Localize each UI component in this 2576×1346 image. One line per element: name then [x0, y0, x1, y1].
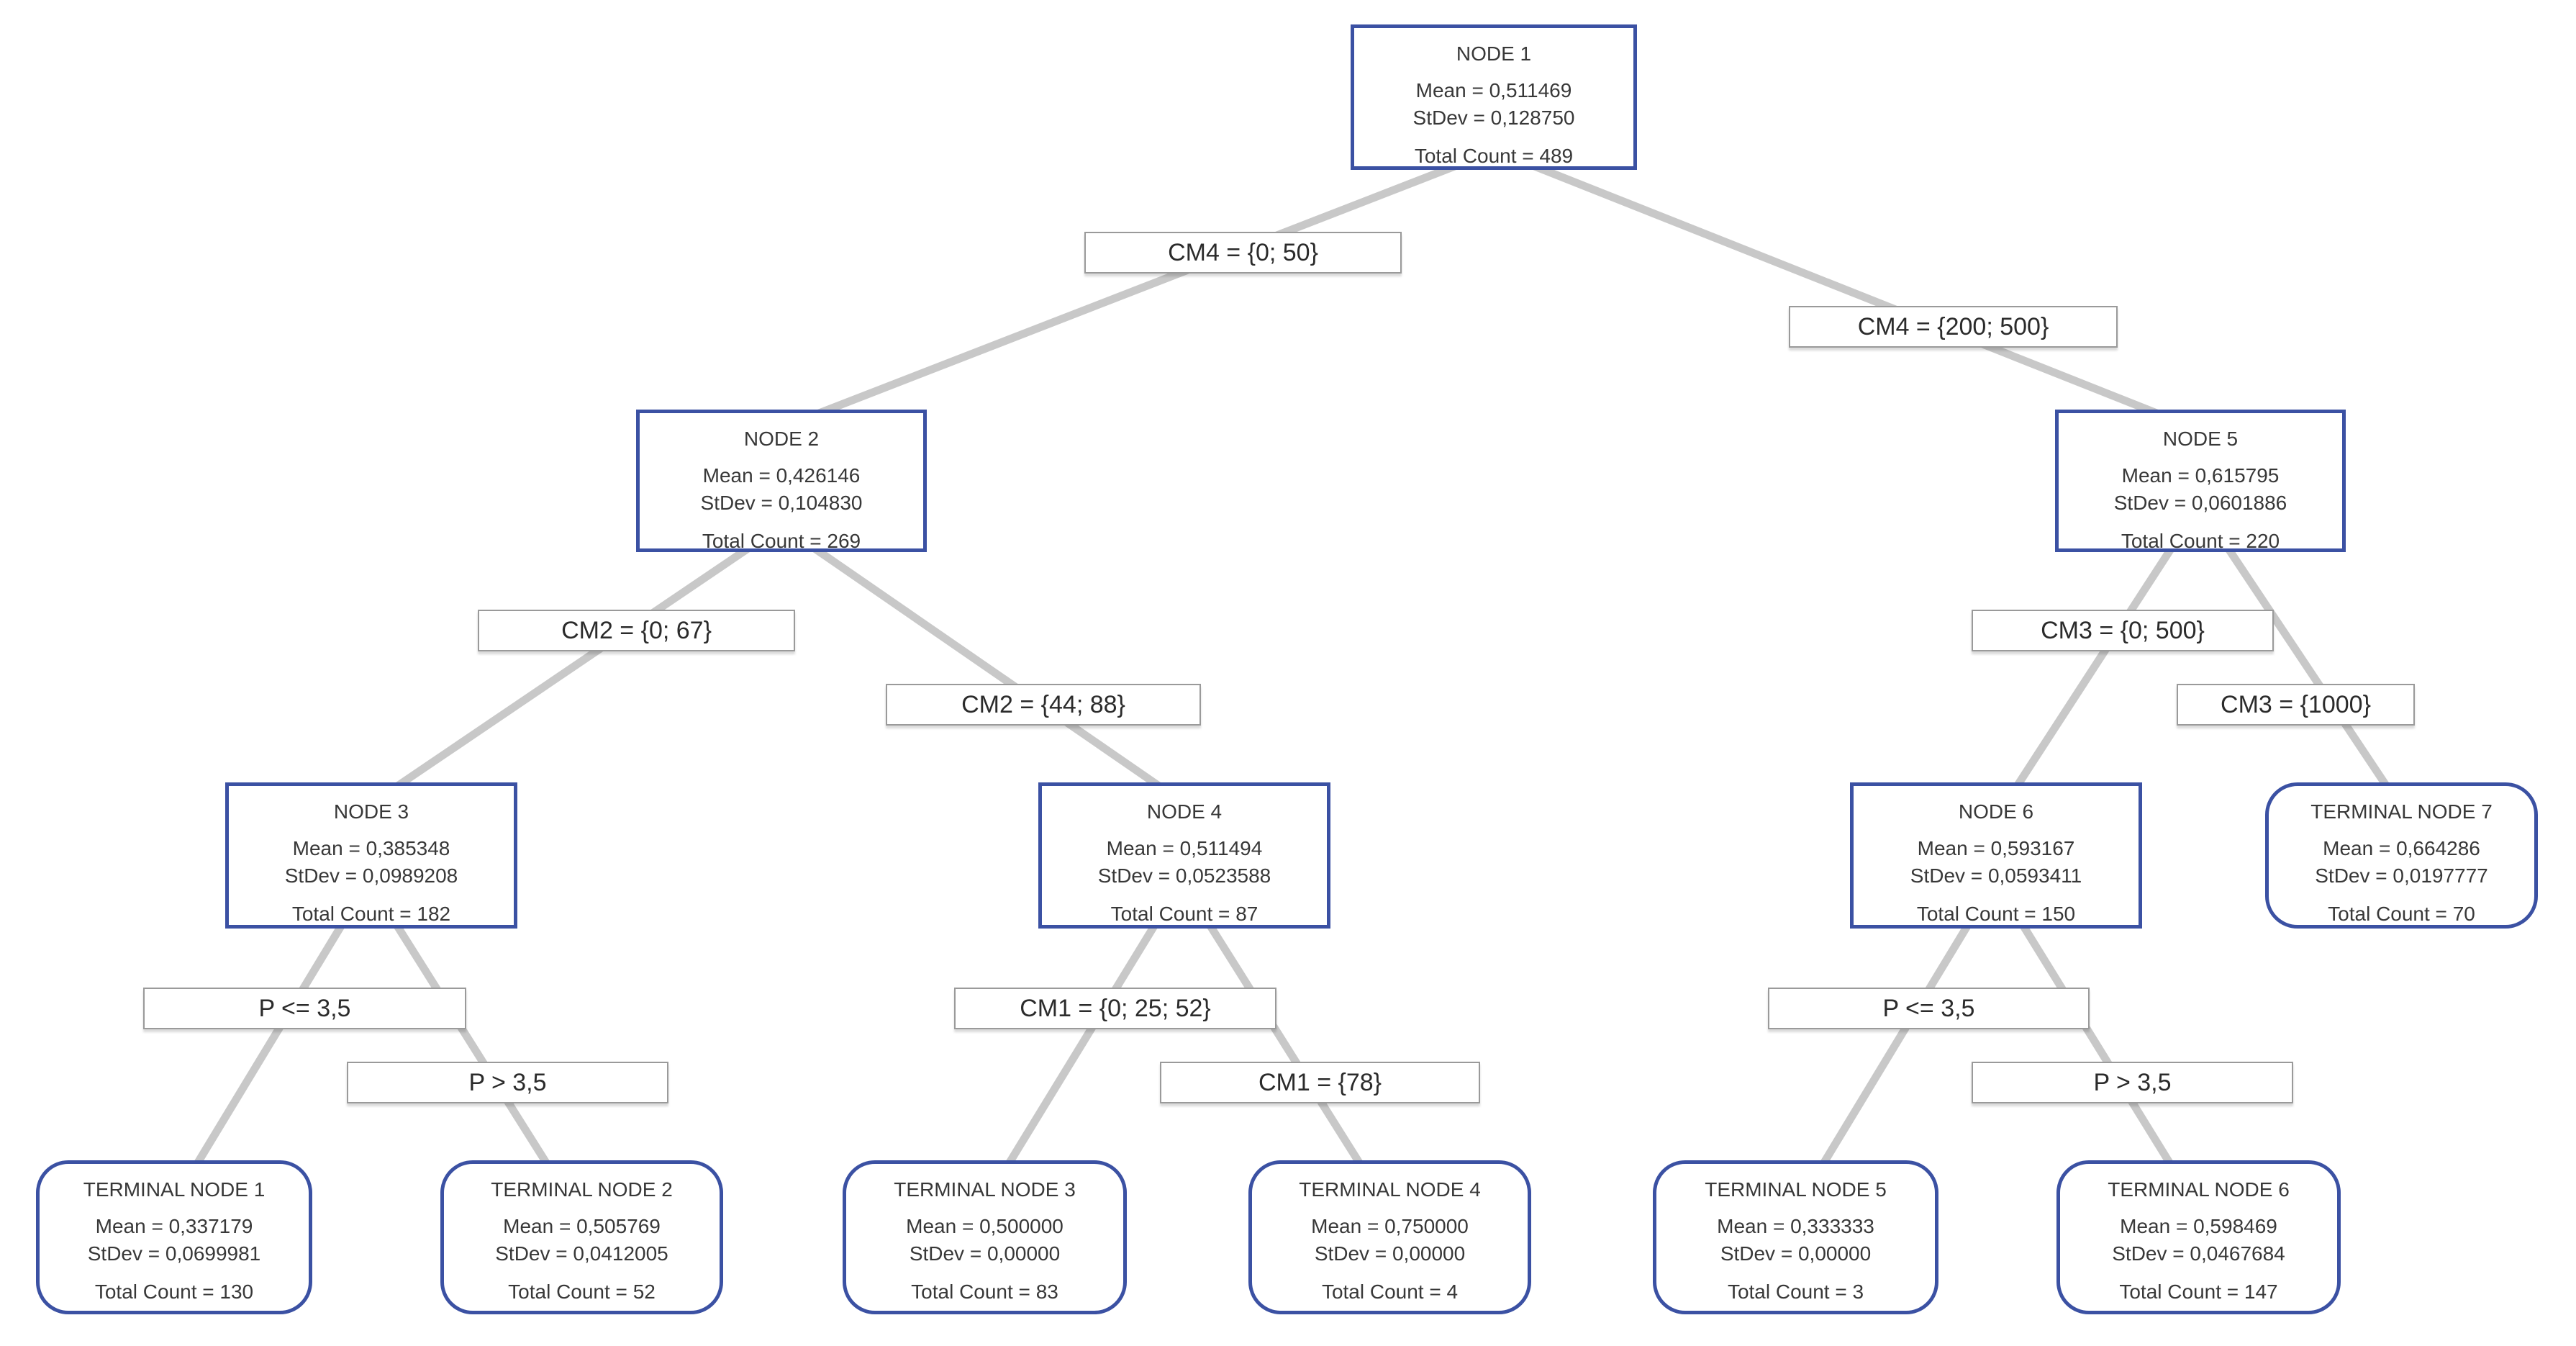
- node-title: TERMINAL NODE 2: [491, 1178, 673, 1201]
- node-title: TERMINAL NODE 3: [894, 1178, 1076, 1201]
- node-title: TERMINAL NODE 1: [83, 1178, 266, 1201]
- edge-label-cm2-right: CM2 = {44; 88}: [886, 684, 1201, 726]
- edge-line: [389, 540, 758, 793]
- node-total-count: Total Count = 269: [702, 530, 861, 552]
- node-stdev: StDev = 0,0412005: [495, 1242, 668, 1265]
- edge-label-cm3-right: CM3 = {1000}: [2177, 684, 2415, 726]
- edge-line: [1516, 155, 2179, 425]
- edge-label-p-gt-right: P > 3,5: [1972, 1062, 2293, 1103]
- edge-line: [1204, 919, 1365, 1168]
- terminal-node-1[interactable]: TERMINAL NODE 1 Mean = 0,337179 StDev = …: [36, 1160, 312, 1314]
- node-total-count: Total Count = 83: [911, 1280, 1058, 1303]
- node-total-count: Total Count = 182: [291, 903, 451, 925]
- node-title: NODE 4: [1146, 800, 1223, 823]
- edge-line: [804, 540, 1167, 793]
- tree-node-2[interactable]: NODE 2 Mean = 0,426146 StDev = 0,104830 …: [636, 410, 927, 552]
- edge-label-p-lte-left: P <= 3,5: [143, 988, 466, 1029]
- edge-label-cm1-left: CM1 = {0; 25; 52}: [954, 988, 1276, 1029]
- edge-line: [2017, 919, 2175, 1168]
- node-stdev: StDev = 0,0523588: [1097, 864, 1271, 887]
- edge-label-p-lte-right: P <= 3,5: [1768, 988, 2090, 1029]
- node-total-count: Total Count = 130: [94, 1280, 254, 1303]
- node-total-count: Total Count = 3: [1727, 1280, 1864, 1303]
- node-total-count: Total Count = 220: [2121, 530, 2280, 552]
- edge-line: [391, 919, 552, 1168]
- node-mean: Mean = 0,505769: [503, 1215, 661, 1237]
- terminal-node-6[interactable]: TERMINAL NODE 6 Mean = 0,598469 StDev = …: [2056, 1160, 2341, 1314]
- node-total-count: Total Count = 489: [1414, 145, 1574, 167]
- node-stdev: StDev = 0,0593411: [1910, 864, 2082, 887]
- terminal-node-2[interactable]: TERMINAL NODE 2 Mean = 0,505769 StDev = …: [440, 1160, 723, 1314]
- node-mean: Mean = 0,426146: [702, 464, 861, 487]
- node-title: TERMINAL NODE 4: [1299, 1178, 1481, 1201]
- node-title: TERMINAL NODE 7: [2310, 800, 2493, 823]
- edge-label-cm3-left: CM3 = {0; 500}: [1972, 610, 2274, 651]
- node-title: NODE 3: [333, 800, 409, 823]
- node-mean: Mean = 0,385348: [292, 837, 450, 859]
- edge-label-cm2-left: CM2 = {0; 67}: [478, 610, 795, 651]
- node-mean: Mean = 0,511469: [1415, 79, 1572, 101]
- tree-node-1[interactable]: NODE 1 Mean = 0,511469 StDev = 0,128750 …: [1351, 24, 1637, 170]
- tree-node-6[interactable]: NODE 6 Mean = 0,593167 StDev = 0,0593411…: [1850, 782, 2142, 929]
- terminal-node-7[interactable]: TERMINAL NODE 7 Mean = 0,664286 StDev = …: [2265, 782, 2538, 929]
- edge-line: [192, 919, 348, 1168]
- node-total-count: Total Count = 52: [508, 1280, 656, 1303]
- terminal-node-4[interactable]: TERMINAL NODE 4 Mean = 0,750000 StDev = …: [1248, 1160, 1531, 1314]
- edge-line: [2011, 541, 2178, 792]
- node-stdev: StDev = 0,0989208: [284, 864, 458, 887]
- tree-node-3[interactable]: NODE 3 Mean = 0,385348 StDev = 0,0989208…: [225, 782, 517, 929]
- node-title: NODE 5: [2162, 428, 2239, 450]
- edge-line: [797, 155, 1473, 425]
- node-mean: Mean = 0,337179: [95, 1215, 253, 1237]
- edge-label-cm1-right: CM1 = {78}: [1160, 1062, 1480, 1103]
- edge-line: [1818, 919, 1974, 1168]
- node-mean: Mean = 0,615795: [2121, 464, 2280, 487]
- node-stdev: StDev = 0,128750: [1412, 107, 1575, 129]
- node-stdev: StDev = 0,0467684: [2112, 1242, 2285, 1265]
- node-stdev: StDev = 0,00000: [1314, 1242, 1466, 1265]
- node-stdev: StDev = 0,104830: [700, 492, 863, 514]
- node-title: NODE 6: [1958, 800, 2034, 823]
- node-mean: Mean = 0,500000: [906, 1215, 1063, 1237]
- edge-label-cm4-right: CM4 = {200; 500}: [1789, 306, 2118, 348]
- node-stdev: StDev = 0,0601886: [2113, 492, 2287, 514]
- node-title: NODE 1: [1456, 42, 1532, 65]
- node-stdev: StDev = 0,00000: [1720, 1242, 1872, 1265]
- node-mean: Mean = 0,598469: [2120, 1215, 2277, 1237]
- node-total-count: Total Count = 150: [1916, 903, 2076, 925]
- node-stdev: StDev = 0,00000: [909, 1242, 1061, 1265]
- tree-node-5[interactable]: NODE 5 Mean = 0,615795 StDev = 0,0601886…: [2055, 410, 2346, 552]
- edge-label-p-gt-left: P > 3,5: [347, 1062, 668, 1103]
- edge-line: [1004, 919, 1161, 1168]
- node-mean: Mean = 0,593167: [1917, 837, 2075, 859]
- node-stdev: StDev = 0,0197777: [2315, 864, 2488, 887]
- edge-label-cm4-left: CM4 = {0; 50}: [1084, 232, 1402, 274]
- node-total-count: Total Count = 4: [1321, 1280, 1459, 1303]
- node-mean: Mean = 0,750000: [1311, 1215, 1469, 1237]
- node-mean: Mean = 0,664286: [2323, 837, 2480, 859]
- node-title: TERMINAL NODE 5: [1705, 1178, 1887, 1201]
- tree-node-4[interactable]: NODE 4 Mean = 0,511494 StDev = 0,0523588…: [1038, 782, 1330, 929]
- terminal-node-5[interactable]: TERMINAL NODE 5 Mean = 0,333333 StDev = …: [1653, 1160, 1938, 1314]
- node-total-count: Total Count = 70: [2328, 903, 2475, 925]
- node-title: TERMINAL NODE 6: [2108, 1178, 2290, 1201]
- node-title: NODE 2: [743, 428, 820, 450]
- terminal-node-3[interactable]: TERMINAL NODE 3 Mean = 0,500000 StDev = …: [843, 1160, 1127, 1314]
- node-mean: Mean = 0,333333: [1717, 1215, 1874, 1237]
- edge-line: [2221, 541, 2393, 792]
- node-mean: Mean = 0,511494: [1106, 837, 1263, 859]
- node-total-count: Total Count = 87: [1110, 903, 1258, 925]
- node-total-count: Total Count = 147: [2119, 1280, 2278, 1303]
- node-stdev: StDev = 0,0699981: [87, 1242, 261, 1265]
